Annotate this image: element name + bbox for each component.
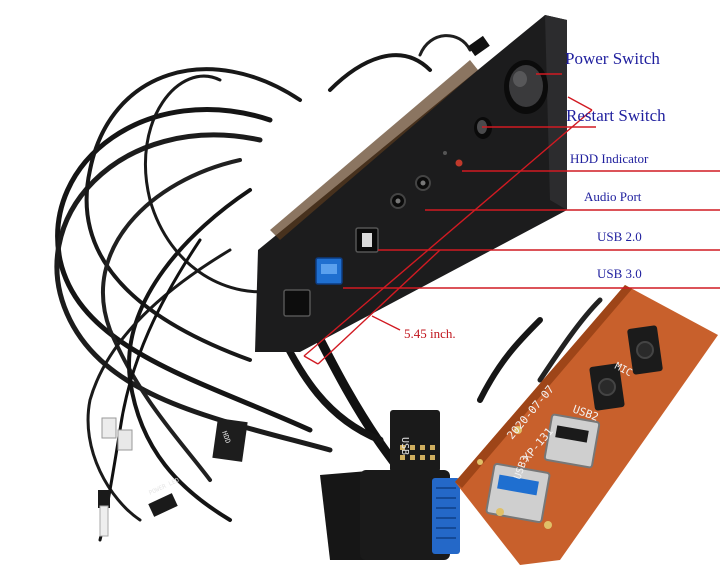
cable-bundle bbox=[54, 34, 603, 542]
audio-ports bbox=[390, 175, 431, 209]
label-hdd-indicator: HDD Indicator bbox=[570, 151, 649, 166]
connector-label-usb: USB bbox=[399, 437, 410, 455]
label-usb-3: USB 3.0 bbox=[597, 266, 642, 281]
callout-lines bbox=[303, 73, 720, 365]
hdd-led bbox=[455, 159, 463, 167]
label-usb-2: USB 2.0 bbox=[597, 229, 642, 244]
connector-label-hdd: HDD bbox=[220, 430, 232, 445]
label-restart-switch: Restart Switch bbox=[566, 106, 666, 125]
dimension-label: 5.45 inch. bbox=[404, 326, 456, 341]
slot-cover bbox=[283, 289, 311, 317]
power-button bbox=[504, 60, 548, 114]
usb3-port bbox=[315, 257, 343, 285]
label-power-switch: Power Switch bbox=[565, 49, 660, 68]
label-audio-port: Audio Port bbox=[584, 189, 642, 204]
restart-button bbox=[474, 117, 492, 139]
pin-headers bbox=[98, 410, 440, 537]
usb3-header-connector bbox=[320, 470, 460, 560]
front-panel bbox=[255, 15, 567, 352]
connector-label-power-led: POWER LED bbox=[148, 477, 181, 497]
pcb-board bbox=[455, 285, 718, 565]
usb2-port bbox=[355, 227, 379, 253]
